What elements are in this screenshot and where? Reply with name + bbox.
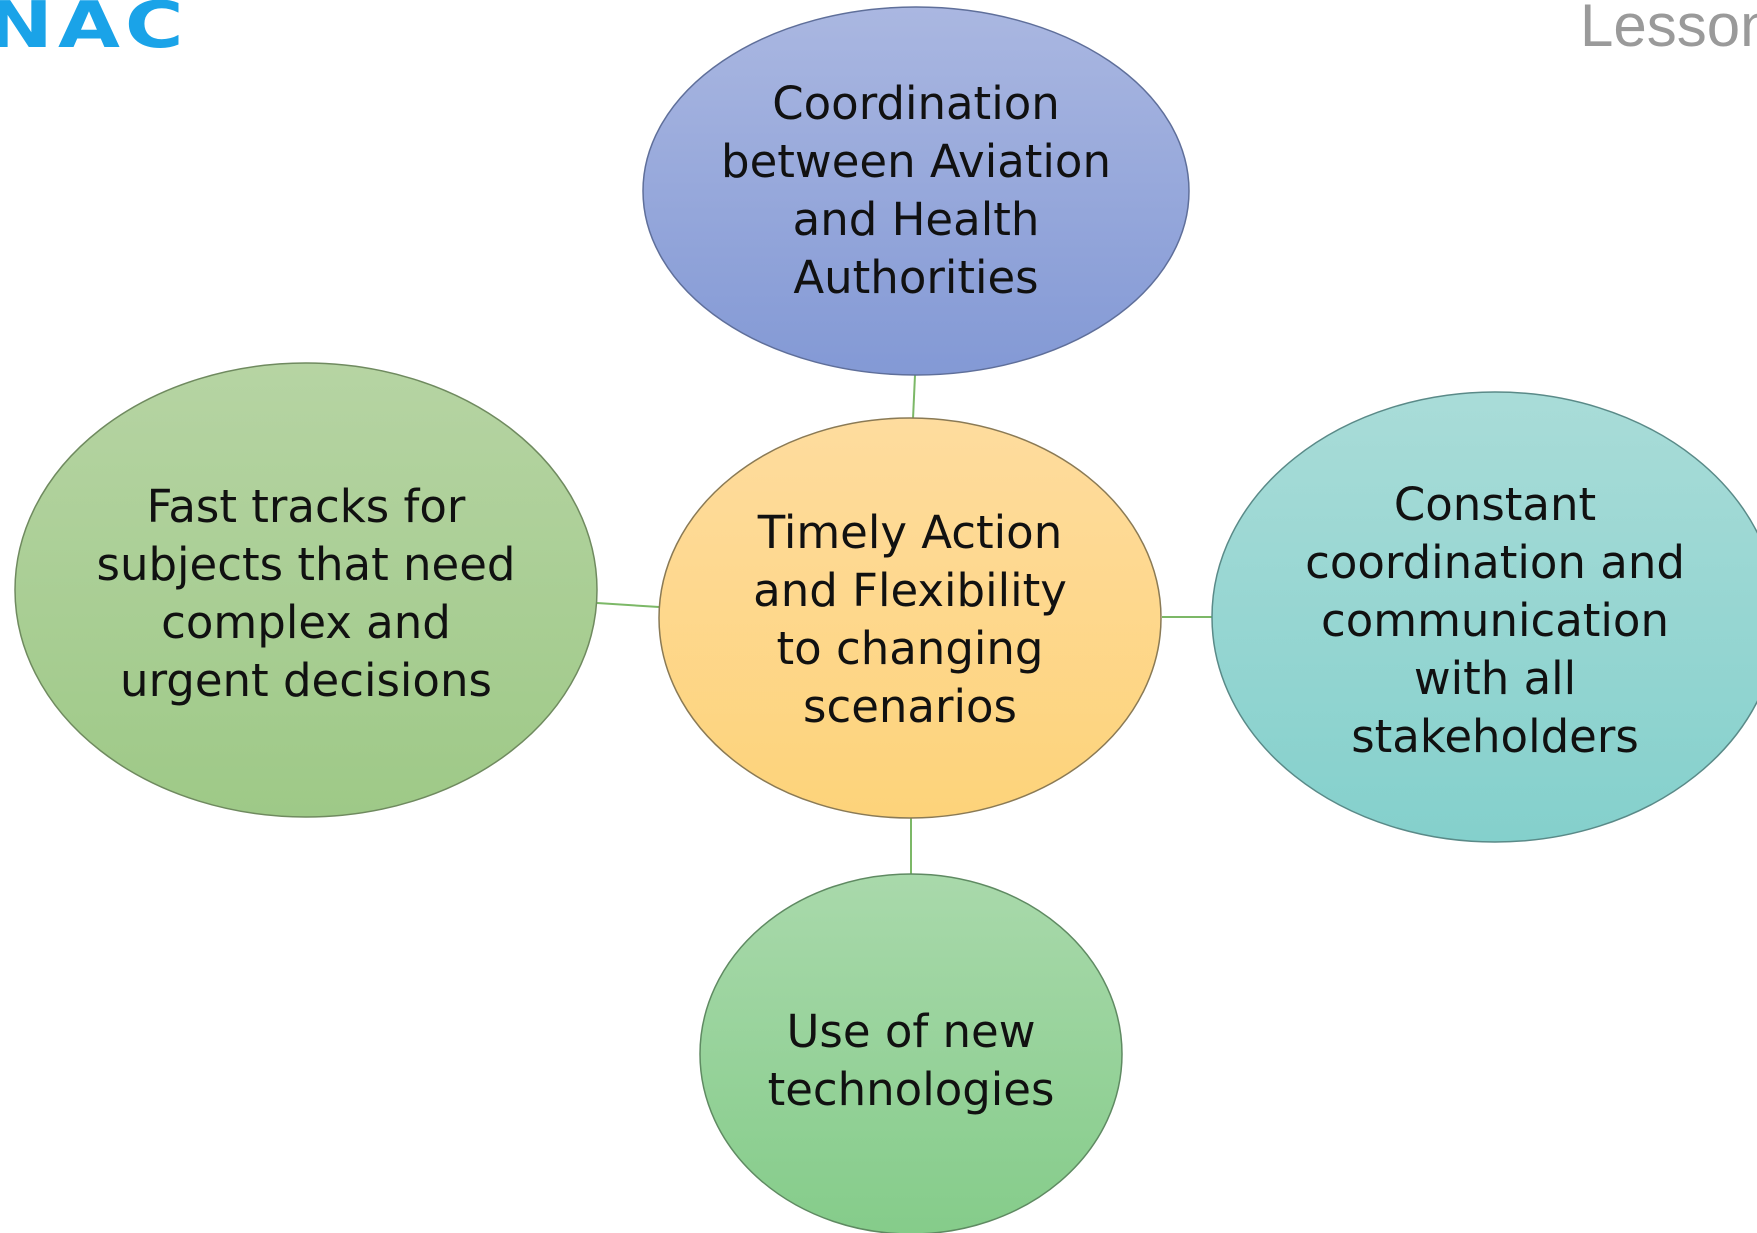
node-left-shape (14, 362, 598, 818)
node-center-label: Timely Action and Flexibility to changin… (753, 506, 1067, 733)
node-right-label: Constant coordination and communication … (1305, 478, 1685, 763)
node-bottom-shape (699, 873, 1123, 1233)
connector-left (596, 602, 660, 608)
node-left-label: Fast tracks for subjects that need compl… (96, 480, 516, 707)
node-center-shape (658, 417, 1162, 819)
node-right-shape (1211, 391, 1757, 843)
node-bottom-label: Use of new technologies (767, 1005, 1055, 1116)
slide-title: Lesson (1580, 0, 1757, 59)
connector-top (912, 374, 916, 420)
organization-logo: NAC (0, 0, 189, 63)
node-top-shape (642, 6, 1190, 376)
node-top-label: Coordination between Aviation and Health… (721, 77, 1111, 304)
